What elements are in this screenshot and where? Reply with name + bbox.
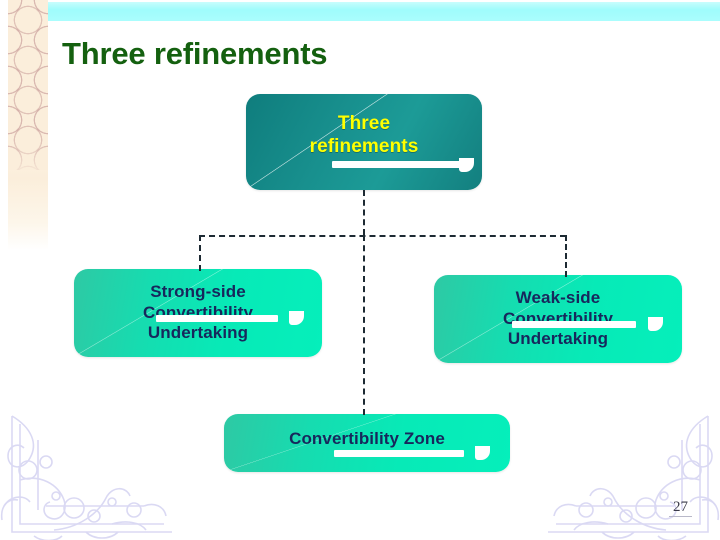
connector-to-convertibility-zone bbox=[363, 235, 365, 415]
connector-horizontal-bus bbox=[199, 235, 566, 237]
diagram-node-weak-side[interactable]: Weak-side Convertibility Undertaking bbox=[434, 275, 682, 363]
underline-bar-icon bbox=[332, 161, 460, 168]
underline-bar-icon bbox=[334, 450, 464, 457]
connector-to-weak-side bbox=[565, 235, 567, 277]
diagram-node-root[interactable]: Three refinements bbox=[246, 94, 482, 190]
diagram-node-strong-side-label: Strong-side Convertibility Undertaking bbox=[133, 282, 263, 344]
hook-accent-icon bbox=[289, 311, 304, 325]
underline-bar-icon bbox=[156, 315, 278, 322]
diagram-node-root-label: Three refinements bbox=[300, 112, 429, 158]
node-weak-line3: Undertaking bbox=[507, 329, 609, 349]
node-weak-line1: Weak-side bbox=[515, 287, 601, 307]
diagram-node-convertibility-zone-label: Convertibility Zone bbox=[289, 428, 445, 448]
left-ornament-band bbox=[8, 0, 48, 215]
diagram-node-strong-side[interactable]: Strong-side Convertibility Undertaking bbox=[74, 269, 322, 357]
filigree-corner-ornament-bottom-left bbox=[0, 415, 172, 540]
diagram-node-convertibility-zone[interactable]: Convertibility Zone bbox=[224, 414, 510, 472]
connector-to-strong-side bbox=[199, 235, 201, 271]
page-title: Three refinements bbox=[62, 36, 328, 71]
hook-accent-icon bbox=[475, 446, 490, 460]
page-number: 27 bbox=[669, 499, 692, 517]
node-strong-line3: Undertaking bbox=[147, 323, 249, 343]
hook-accent-icon bbox=[459, 158, 474, 172]
connector-root-down bbox=[363, 190, 365, 235]
hook-accent-icon bbox=[648, 317, 663, 331]
left-ornament-band-fade bbox=[8, 140, 48, 250]
node-root-line2: refinements bbox=[309, 136, 419, 157]
node-strong-line1: Strong-side bbox=[150, 281, 246, 301]
node-root-line1: Three bbox=[337, 112, 391, 134]
underline-bar-icon bbox=[512, 321, 636, 328]
filigree-corner-ornament-bottom-right bbox=[548, 415, 720, 540]
top-accent-band bbox=[48, 2, 720, 21]
diagram-node-weak-side-label: Weak-side Convertibility Undertaking bbox=[493, 288, 623, 350]
